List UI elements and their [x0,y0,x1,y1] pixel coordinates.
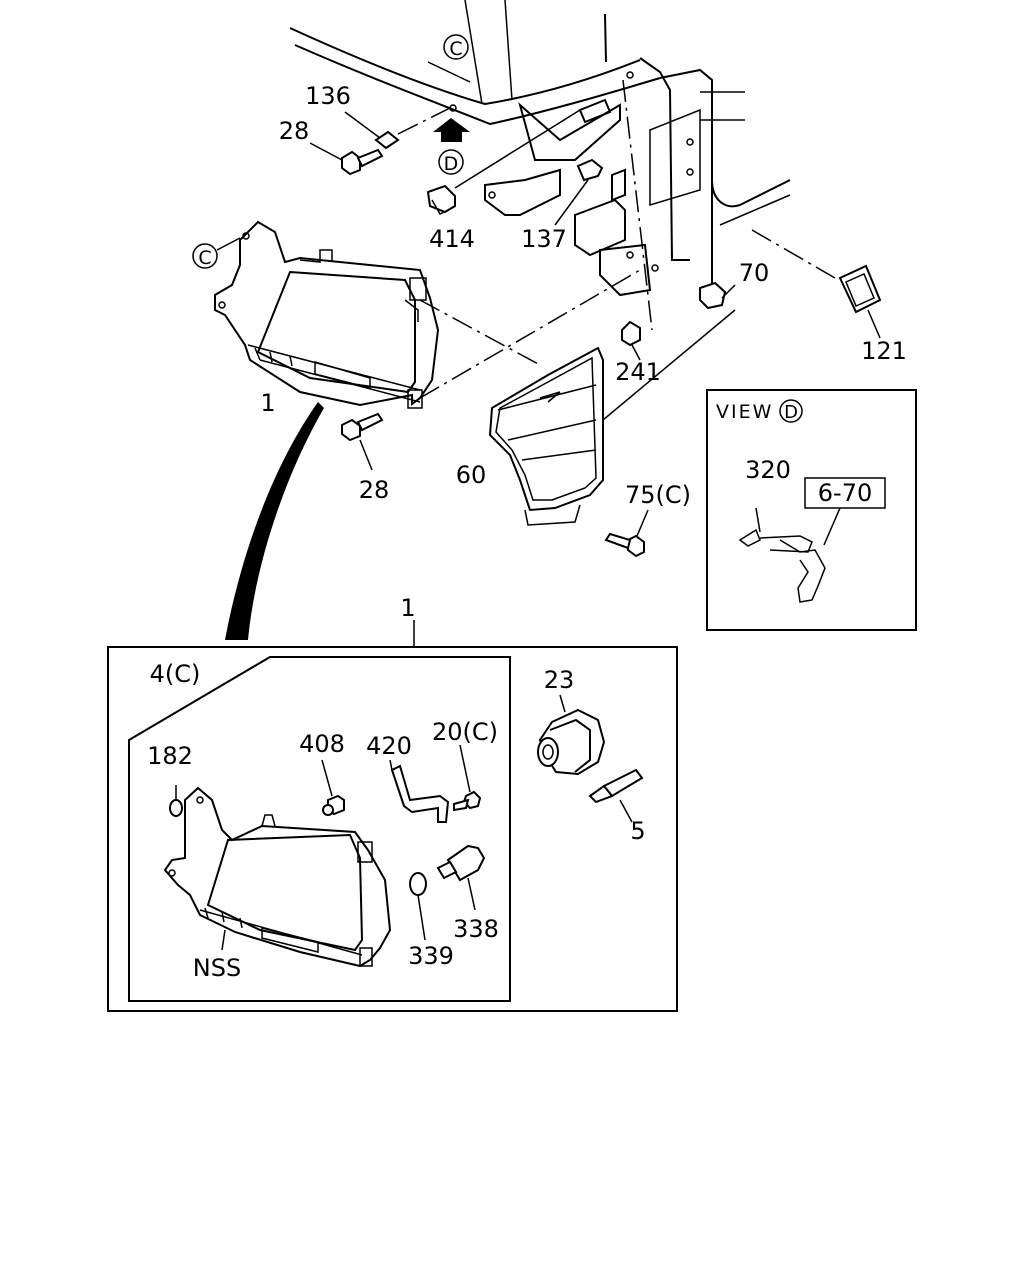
label-136: 136 [305,82,351,110]
bolt-75c-icon [604,509,649,558]
label-70: 70 [739,259,770,287]
detail-pointer-curve [225,402,324,640]
view-d-bracket-icon [738,507,841,603]
label-420: 420 [366,732,412,760]
label-414: 414 [429,225,475,253]
socket-23-icon [537,694,606,776]
label-28-top: 28 [279,117,310,145]
corner-lamp-60-icon [488,346,604,526]
bracket-420-icon [389,759,450,823]
reference-c-marker-top: C [427,34,471,83]
label-408: 408 [299,730,345,758]
oring-339-icon [409,872,427,941]
assembly-4c-sub-frame [128,656,511,1002]
grommet-241-icon [621,320,641,361]
clip-137-icon [554,158,604,226]
reference-d-marker: D [438,149,464,175]
label-121: 121 [861,337,907,365]
screw-20c-icon [453,744,482,812]
view-d-frame [706,389,917,631]
clip-70-icon [699,281,736,310]
label-1-top: 1 [260,389,275,417]
label-4c: 4(C) [150,660,201,688]
gasket-121-icon [838,264,882,339]
label-5: 5 [630,817,645,845]
label-28-bottom: 28 [359,476,390,504]
bulb-5-icon [588,768,644,823]
assembly-1-detail-frame [107,646,678,1012]
oring-182-icon [169,785,183,817]
plug-408-icon [321,759,345,816]
clip-414-icon [426,184,456,215]
washer-136-icon [344,111,400,150]
lamp-assembly-1-top [214,220,440,409]
label-241: 241 [615,358,661,386]
label-137: 137 [521,225,567,253]
view-d-title: VIEW [716,401,773,423]
label-75c: 75(C) [625,481,691,509]
label-23: 23 [544,666,575,694]
label-182: 182 [147,742,193,770]
label-nss: NSS [193,954,241,982]
ref-6-70-box [804,477,886,509]
reference-c-letter: C [449,38,462,60]
reference-c-marker-left: C [192,237,241,269]
label-339: 339 [408,942,454,970]
label-320: 320 [745,456,791,484]
label-338: 338 [453,915,499,943]
label-1-assembly: 1 [400,594,415,622]
socket-338-icon [436,844,486,911]
label-6-70: 6-70 [818,479,872,507]
reference-d-letter: D [444,153,459,175]
reference-c-letter: C [198,247,211,269]
view-d-letter: D [784,402,798,423]
bolt-28-top-icon [309,142,384,176]
bolt-28-bottom-icon [341,412,384,471]
cab-body-structure [289,0,791,297]
label-60: 60 [456,461,487,489]
lamp-4c-icon [163,786,392,968]
label-20c: 20(C) [432,718,498,746]
direction-arrow-icon [433,118,470,142]
